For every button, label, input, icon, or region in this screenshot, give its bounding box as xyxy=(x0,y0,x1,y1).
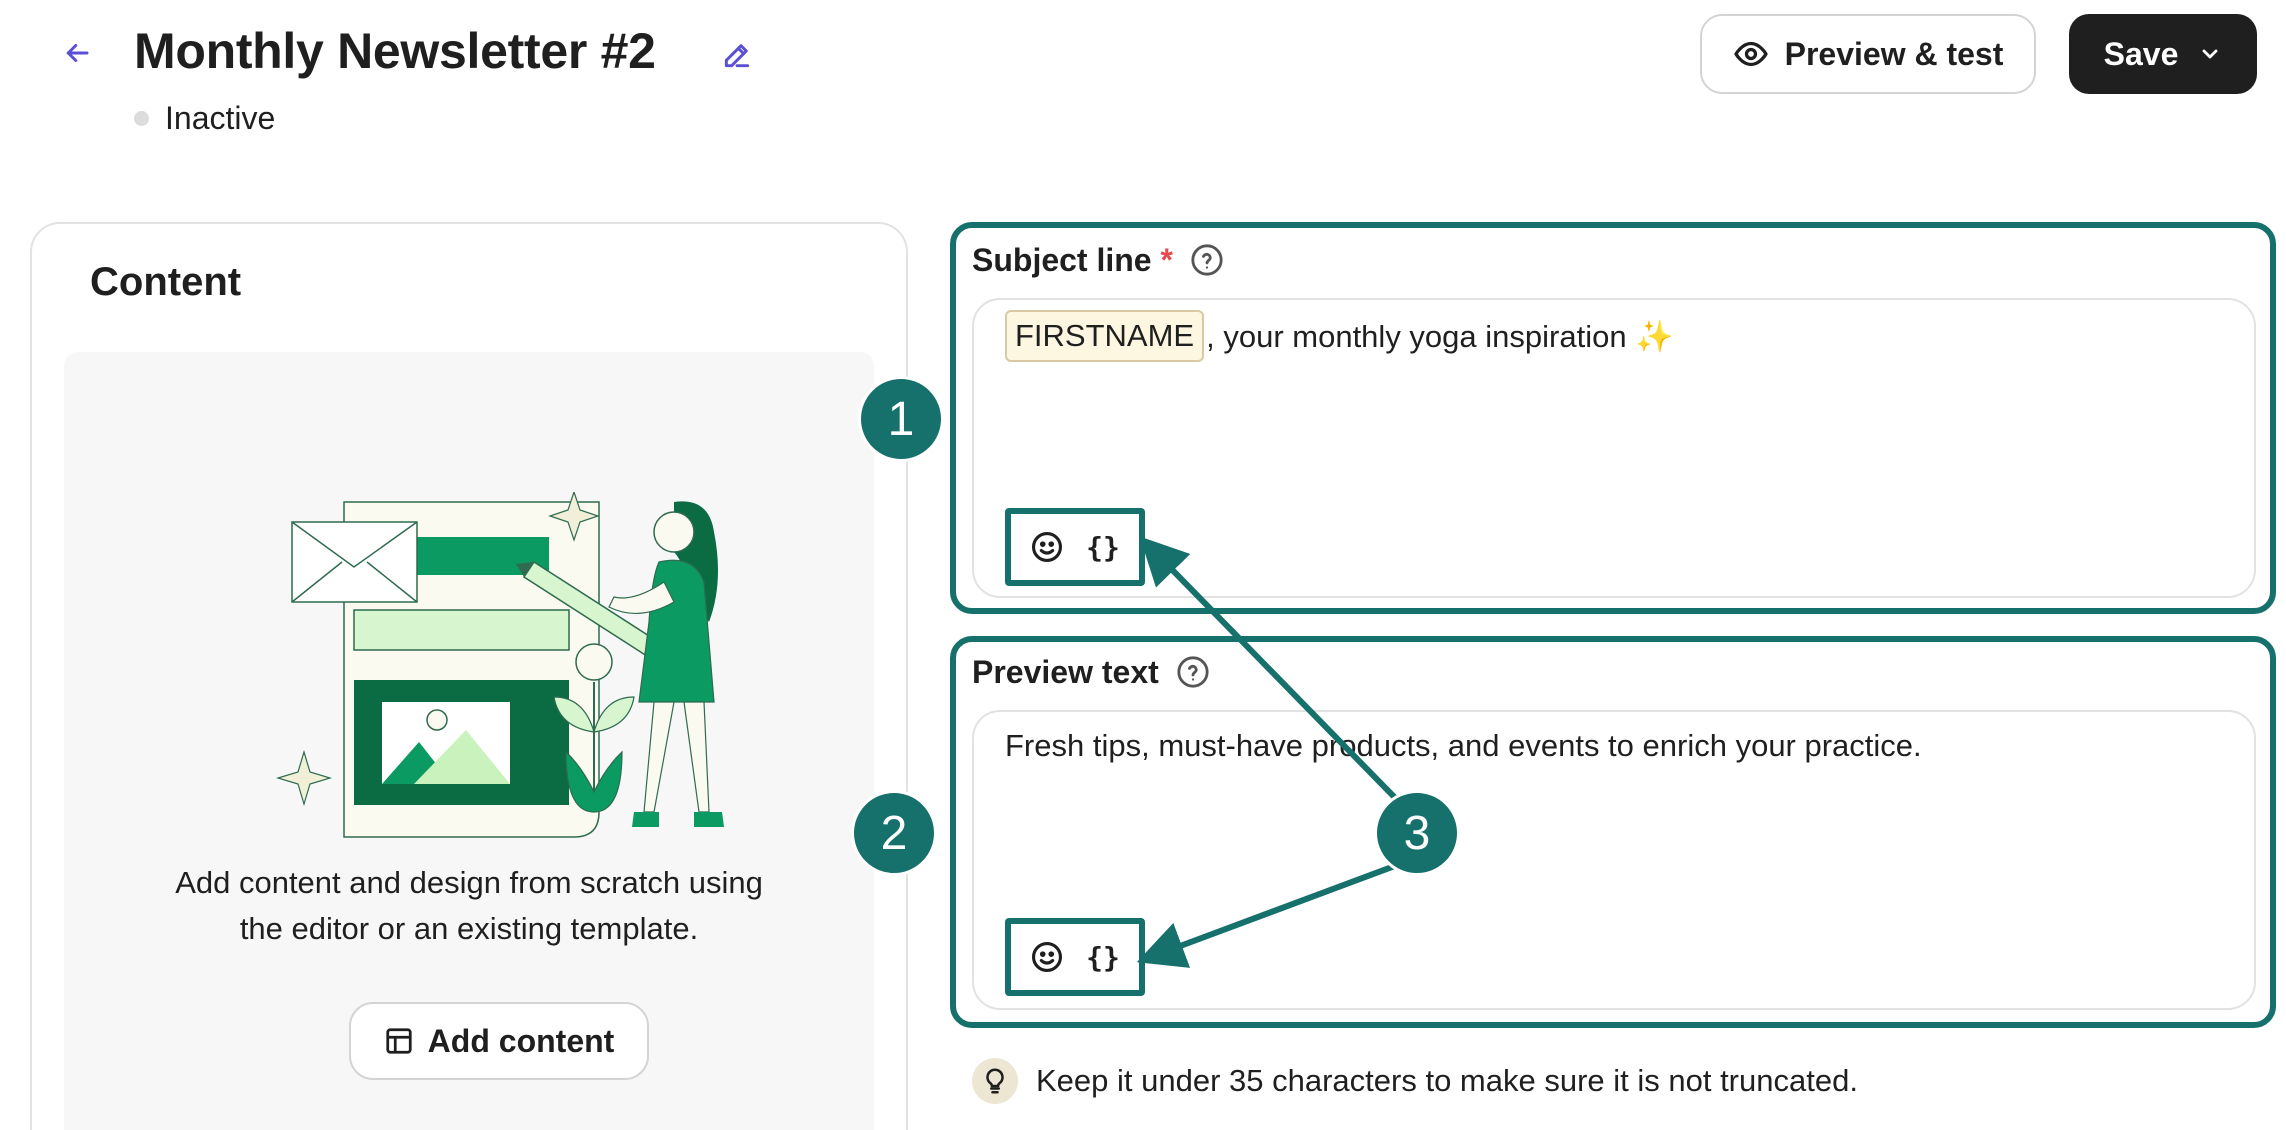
save-label: Save xyxy=(2103,35,2179,72)
pencil-icon xyxy=(724,44,750,68)
help-circle-icon xyxy=(1191,244,1223,276)
help-circle-icon xyxy=(1177,656,1209,688)
layout-icon xyxy=(386,1028,412,1054)
subject-emoji-button[interactable] xyxy=(1025,525,1069,569)
subject-variable-button[interactable]: {} xyxy=(1086,530,1120,564)
empty-state-text: Add content and design from scratch usin… xyxy=(64,860,874,952)
subject-toolbar: {} xyxy=(1005,508,1145,586)
preview-highlight-box xyxy=(950,636,2276,1028)
subject-value: FIRSTNAME, your monthly yoga inspiration… xyxy=(1005,310,1674,362)
content-panel: Content xyxy=(30,222,908,1130)
preview-variable-button[interactable]: {} xyxy=(1086,940,1120,974)
firstname-token[interactable]: FIRSTNAME xyxy=(1005,310,1205,362)
preview-help-button[interactable] xyxy=(1173,652,1213,692)
annotation-badge-3: 3 xyxy=(1374,790,1460,876)
subject-label: Subject line * xyxy=(972,240,1227,280)
preview-text-value: Fresh tips, must-have products, and even… xyxy=(1005,728,1922,763)
chevron-down-icon xyxy=(2202,49,2218,59)
status-indicator: Inactive xyxy=(134,100,275,137)
preview-test-button[interactable]: Preview & test xyxy=(1700,14,2036,94)
preview-emoji-button[interactable] xyxy=(1025,935,1069,979)
arrow-left-icon xyxy=(66,44,89,62)
page-title: Monthly Newsletter #2 xyxy=(134,23,656,79)
content-title: Content xyxy=(90,260,242,304)
add-content-label: Add content xyxy=(427,1022,615,1059)
save-button[interactable]: Save xyxy=(2069,14,2257,94)
annotation-badge-2: 2 xyxy=(851,790,937,876)
tip-text: Keep it under 35 characters to make sure… xyxy=(1036,1063,1858,1098)
subject-highlight-box xyxy=(950,222,2276,614)
back-button[interactable] xyxy=(52,28,102,78)
preview-toolbar: {} xyxy=(1005,918,1145,996)
empty-state-line-2: the editor or an existing template. xyxy=(239,911,699,946)
subject-help-button[interactable] xyxy=(1187,240,1227,280)
smiley-icon xyxy=(1031,531,1063,563)
empty-state-line-1: Add content and design from scratch usin… xyxy=(175,865,763,900)
content-illustration xyxy=(275,492,724,838)
subject-text: , your monthly yoga inspiration ✨ xyxy=(1206,318,1674,354)
smiley-icon xyxy=(1031,941,1063,973)
tip-message: Keep it under 35 characters to make sure… xyxy=(972,1058,1858,1104)
content-empty-state: Add content and design from scratch usin… xyxy=(64,352,874,1130)
lightbulb-icon xyxy=(972,1058,1018,1104)
preview-text-label-text: Preview text xyxy=(972,653,1159,690)
add-content-button[interactable]: Add content xyxy=(349,1002,649,1080)
subject-label-text: Subject line xyxy=(972,241,1152,278)
annotation-badge-1: 1 xyxy=(858,376,944,462)
preview-text-label: Preview text xyxy=(972,652,1213,692)
eye-icon xyxy=(1733,41,1768,67)
status-label: Inactive xyxy=(165,100,276,136)
edit-title-button[interactable] xyxy=(712,30,762,80)
required-mark: * xyxy=(1160,241,1173,278)
preview-test-label: Preview & test xyxy=(1784,35,2004,72)
status-dot xyxy=(134,111,149,126)
